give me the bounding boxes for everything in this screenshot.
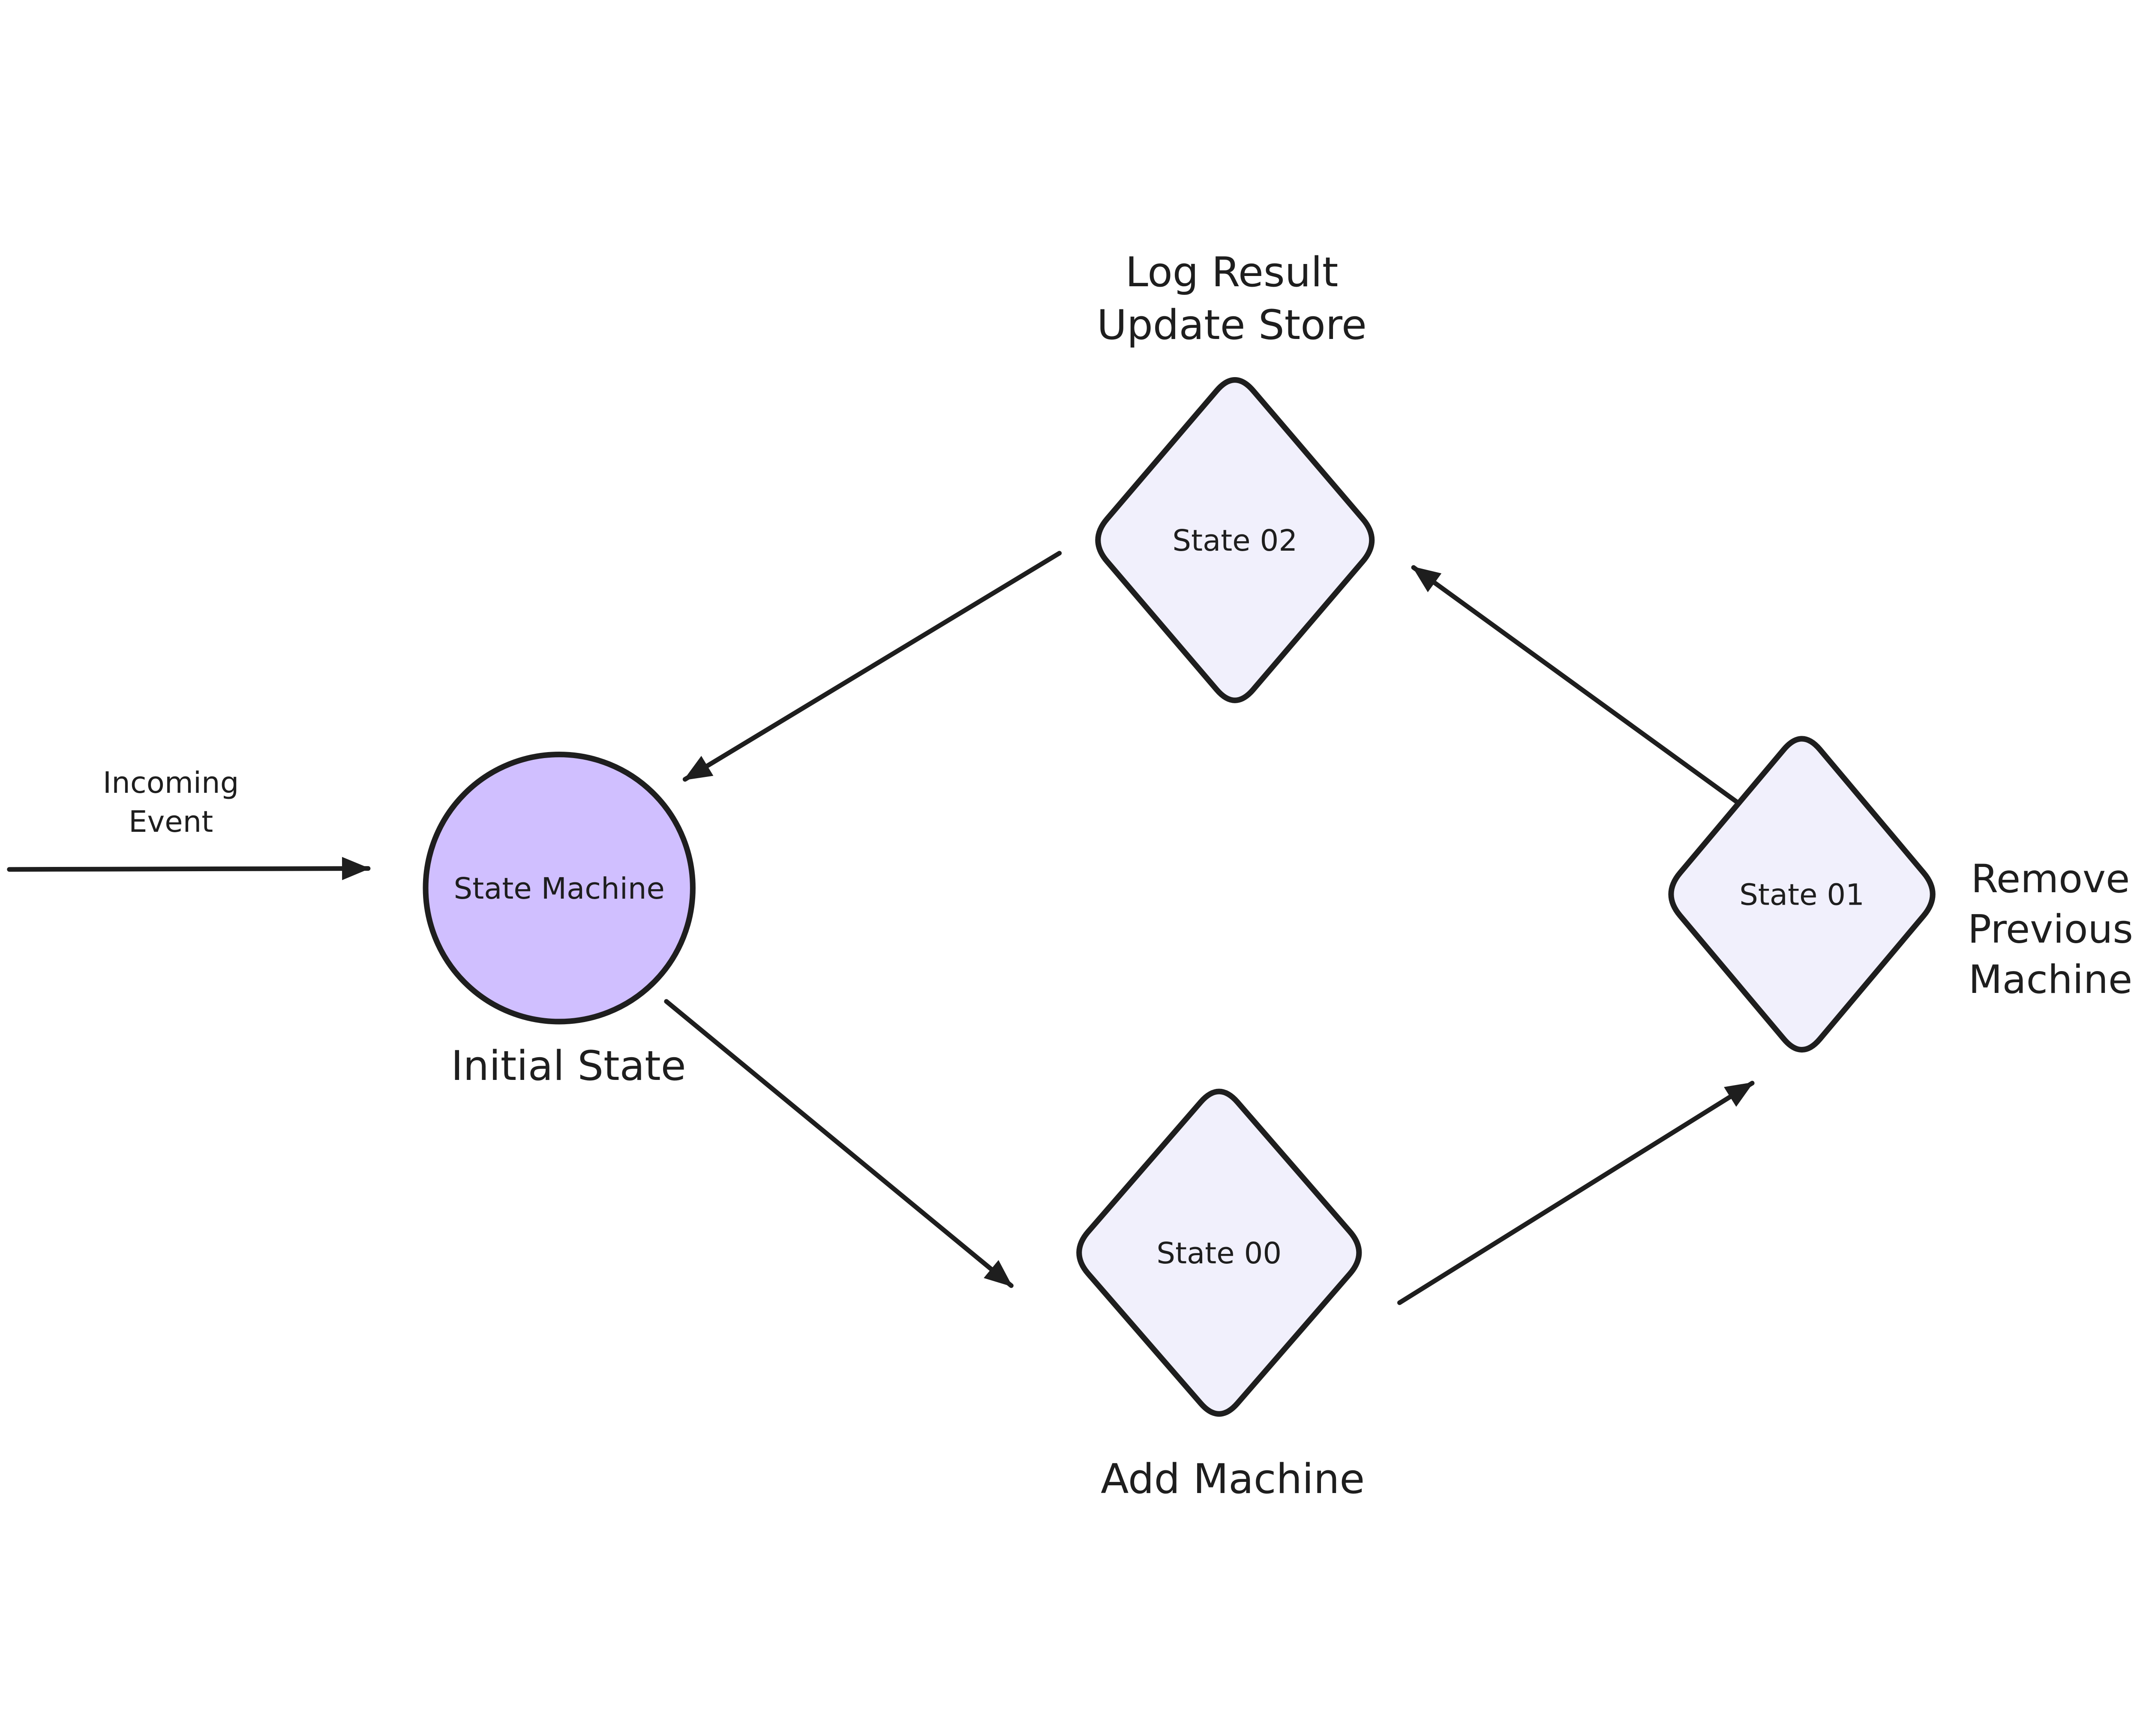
state-machine-shape [423, 752, 696, 1025]
incoming-event-label-line: Incoming [103, 766, 239, 800]
state-02-label: State 02 [1172, 524, 1297, 558]
initial-state-label: Initial State [451, 1042, 686, 1090]
state-02-node: State 02 [1095, 377, 1375, 703]
state-machine-label: State Machine [454, 872, 665, 906]
state01-to-state02-arrow [1411, 565, 1753, 815]
remove-previous-machine-label-line: Machine [1969, 956, 2132, 1002]
state02-to-state-machine-arrow [682, 551, 1062, 782]
initial-state-label-line: Initial State [451, 1042, 686, 1090]
state-machine-node: State Machine [423, 752, 696, 1025]
state-machine-to-state00-arrow [664, 999, 1014, 1288]
state-01-shape [1668, 736, 1936, 1052]
log-result-label-line: Log Result [1126, 248, 1339, 296]
remove-previous-machine-label-line: Remove [1971, 856, 2130, 902]
state-00-shape [1076, 1088, 1362, 1417]
state-00-label: State 00 [1156, 1236, 1282, 1271]
incoming-event-label-line: Event [129, 805, 213, 839]
remove-previous-machine-label-line: Previous [1968, 906, 2133, 952]
state-01-node: State 01 [1668, 736, 1936, 1052]
state-02-shape [1095, 377, 1375, 703]
add-machine-label: Add Machine [1101, 1455, 1365, 1503]
log-result-label-line: Update Store [1097, 301, 1367, 349]
add-machine-label-line: Add Machine [1101, 1455, 1365, 1503]
state-01-label: State 01 [1739, 878, 1864, 912]
state-00-node: State 00 [1076, 1088, 1362, 1417]
state00-to-state01-arrow [1397, 1081, 1755, 1305]
